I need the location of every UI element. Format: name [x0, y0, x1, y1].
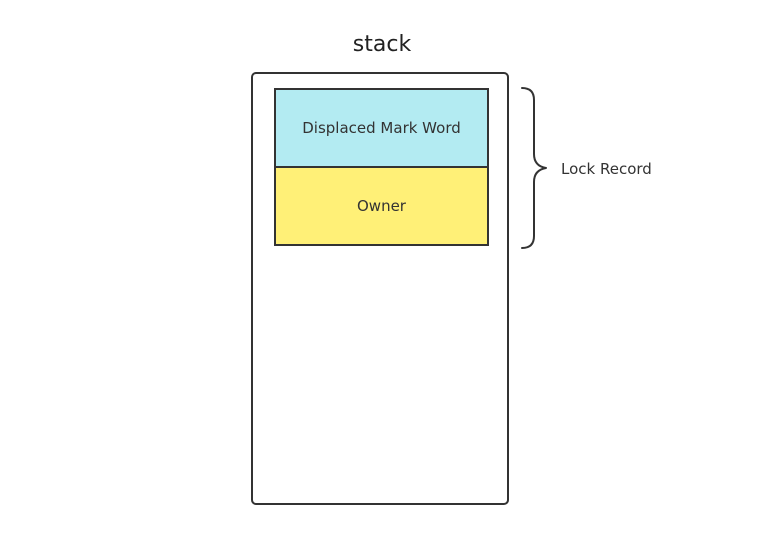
owner-cell: Owner: [274, 166, 489, 246]
curly-brace-icon: [521, 87, 547, 249]
displaced-mark-word-label: Displaced Mark Word: [302, 119, 461, 137]
displaced-mark-word-cell: Displaced Mark Word: [274, 88, 489, 168]
owner-label: Owner: [357, 197, 406, 215]
stack-title: stack: [352, 32, 412, 57]
stack-frame: [251, 72, 509, 505]
lock-record-label: Lock Record: [561, 160, 652, 178]
